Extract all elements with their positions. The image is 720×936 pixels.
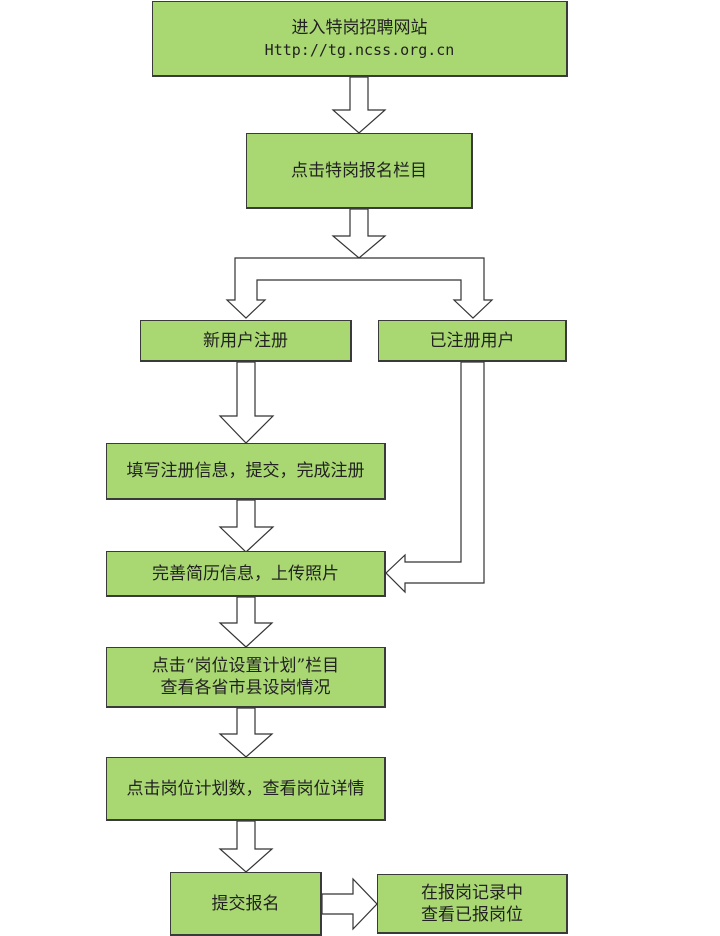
- node-check-record: 在报岗记录中 查看已报岗位: [377, 874, 568, 934]
- arrow-newuser-to-fill: [218, 361, 275, 444]
- node-view-detail-label: 点击岗位计划数，查看岗位详情: [126, 778, 365, 799]
- node-complete-resume-label: 完善简历信息，上传照片: [152, 563, 339, 584]
- node-complete-resume: 完善简历信息，上传照片: [106, 551, 386, 597]
- arrow-submit-to-record: [321, 877, 378, 931]
- node-view-plan: 点击“岗位设置计划”栏目 查看各省市县设岗情况: [106, 647, 386, 708]
- arrow-registered-to-resume: [385, 361, 485, 594]
- node-new-user: 新用户注册: [140, 320, 352, 362]
- node-enter-site-title: 进入特岗招聘网站: [291, 17, 428, 38]
- node-view-plan-line2: 查看各省市县设岗情况: [160, 678, 331, 698]
- node-submit-label: 提交报名: [211, 893, 280, 914]
- node-registered-user: 已注册用户: [378, 320, 567, 362]
- node-check-record-line2: 查看已报岗位: [421, 904, 523, 925]
- node-fill-register: 填写注册信息，提交，完成注册: [106, 443, 386, 500]
- node-new-user-label: 新用户注册: [203, 330, 288, 351]
- arrow-plan-to-detail: [218, 707, 274, 758]
- node-click-signup: 点击特岗报名栏目: [246, 133, 473, 209]
- node-registered-user-label: 已注册用户: [429, 330, 515, 351]
- arrow-enter-to-signup: [331, 76, 387, 134]
- arrow-branch-split: [225, 257, 494, 319]
- node-view-detail: 点击岗位计划数，查看岗位详情: [106, 757, 386, 821]
- node-enter-site: 进入特岗招聘网站 Http://tg.ncss.org.cn: [152, 1, 568, 77]
- node-click-signup-label: 点击特岗报名栏目: [291, 160, 427, 181]
- arrow-signup-down: [331, 208, 387, 259]
- node-submit: 提交报名: [170, 872, 322, 936]
- node-enter-site-url: Http://tg.ncss.org.cn: [264, 40, 455, 59]
- arrow-resume-to-plan: [218, 596, 274, 648]
- arrow-detail-to-submit: [218, 820, 274, 873]
- node-view-plan-line1: 点击“岗位设置计划”栏目: [151, 656, 340, 676]
- node-check-record-line1: 在报岗记录中: [421, 882, 523, 903]
- node-fill-register-label: 填写注册信息，提交，完成注册: [126, 461, 365, 481]
- arrow-fill-to-resume: [218, 499, 275, 553]
